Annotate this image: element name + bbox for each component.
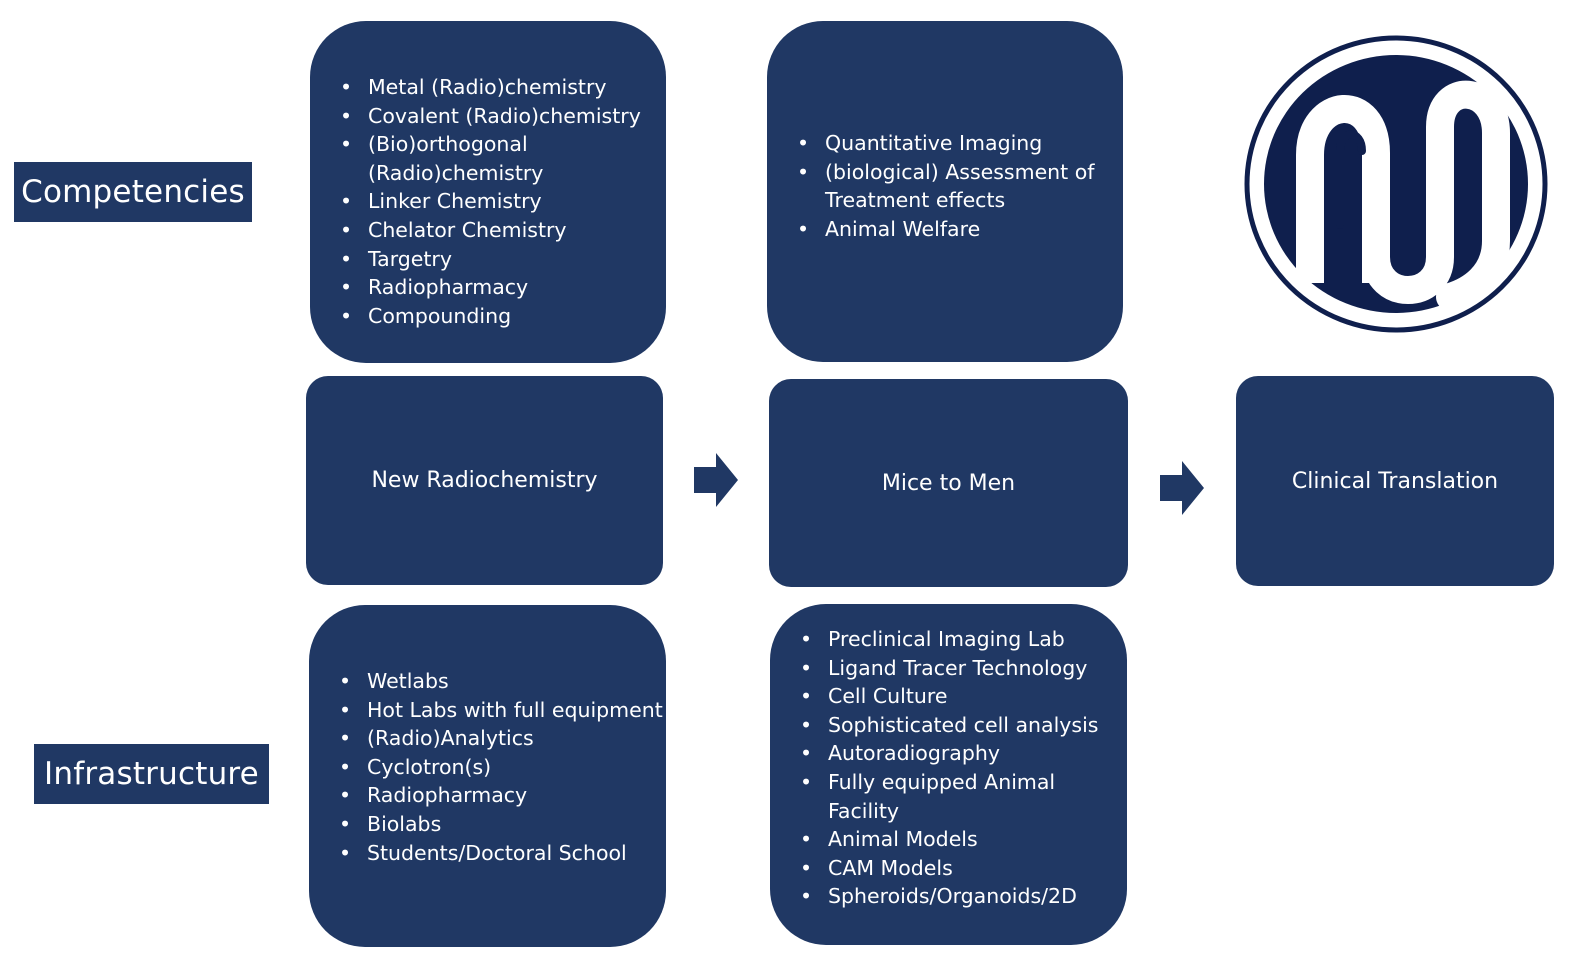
stage-new-radiochemistry-label: New Radiochemistry [371, 468, 598, 493]
competency-item: Radiopharmacy [340, 273, 668, 302]
infrastructure-item: Fully equipped Animal Facility [800, 768, 1118, 825]
competency-item: Linker Chemistry [340, 187, 668, 216]
stage-mice-to-men: Mice to Men [769, 379, 1128, 587]
infrastructure-item: Spheroids/Organoids/2D [800, 882, 1118, 911]
infrastructure-item: Biolabs [339, 810, 667, 839]
infrastructure-item: CAM Models [800, 854, 1118, 883]
competencies-label-text: Competencies [21, 174, 245, 210]
competencies-chemistry-card: Metal (Radio)chemistryCovalent (Radio)ch… [310, 21, 666, 363]
right-arrow-icon [1160, 461, 1204, 515]
infrastructure-item: Students/Doctoral School [339, 839, 667, 868]
infrastructure-item: Radiopharmacy [339, 781, 667, 810]
infrastructure-biology-card: Preclinical Imaging LabLigand Tracer Tec… [770, 604, 1127, 945]
logo-emblem [1244, 35, 1548, 333]
infrastructure-item: Ligand Tracer Technology [800, 654, 1118, 683]
competency-item: (biological) Assessment of Treatment eff… [797, 158, 1115, 215]
infrastructure-item: Cell Culture [800, 682, 1118, 711]
infrastructure-biology-list: Preclinical Imaging LabLigand Tracer Tec… [770, 625, 1118, 911]
competency-item: Covalent (Radio)chemistry [340, 102, 668, 131]
competency-item: Compounding [340, 302, 668, 331]
infrastructure-item: Preclinical Imaging Lab [800, 625, 1118, 654]
infrastructure-item: (Radio)Analytics [339, 724, 667, 753]
stage-mice-to-men-label: Mice to Men [881, 470, 1016, 496]
infrastructure-item: Wetlabs [339, 667, 667, 696]
competencies-label: Competencies [14, 162, 252, 222]
competencies-chemistry-list: Metal (Radio)chemistryCovalent (Radio)ch… [310, 73, 668, 330]
infrastructure-item: Cyclotron(s) [339, 753, 667, 782]
competency-item: Metal (Radio)chemistry [340, 73, 668, 102]
competency-item: Animal Welfare [797, 215, 1115, 244]
competency-item: Targetry [340, 245, 668, 274]
competency-item: Chelator Chemistry [340, 216, 668, 245]
competency-item: (Bio)orthogonal (Radio)chemistry [340, 130, 668, 187]
right-arrow-icon [694, 453, 738, 507]
infrastructure-item: Hot Labs with full equipment [339, 696, 667, 725]
infrastructure-item: Animal Models [800, 825, 1118, 854]
competencies-biology-list: Quantitative Imaging(biological) Assessm… [767, 129, 1115, 243]
competencies-biology-card: Quantitative Imaging(biological) Assessm… [767, 21, 1123, 362]
stage-new-radiochemistry: New Radiochemistry [306, 376, 663, 585]
infrastructure-chemistry-list: WetlabsHot Labs with full equipment(Radi… [309, 667, 667, 867]
infrastructure-label: Infrastructure [34, 744, 269, 804]
competency-item: Quantitative Imaging [797, 129, 1115, 158]
infrastructure-item: Sophisticated cell analysis [800, 711, 1118, 740]
infrastructure-chemistry-card: WetlabsHot Labs with full equipment(Radi… [309, 605, 666, 947]
infrastructure-item: Autoradiography [800, 739, 1118, 768]
stage-clinical-translation: Clinical Translation [1236, 376, 1554, 586]
infrastructure-label-text: Infrastructure [44, 756, 259, 792]
stage-clinical-translation-label: Clinical Translation [1291, 468, 1499, 494]
